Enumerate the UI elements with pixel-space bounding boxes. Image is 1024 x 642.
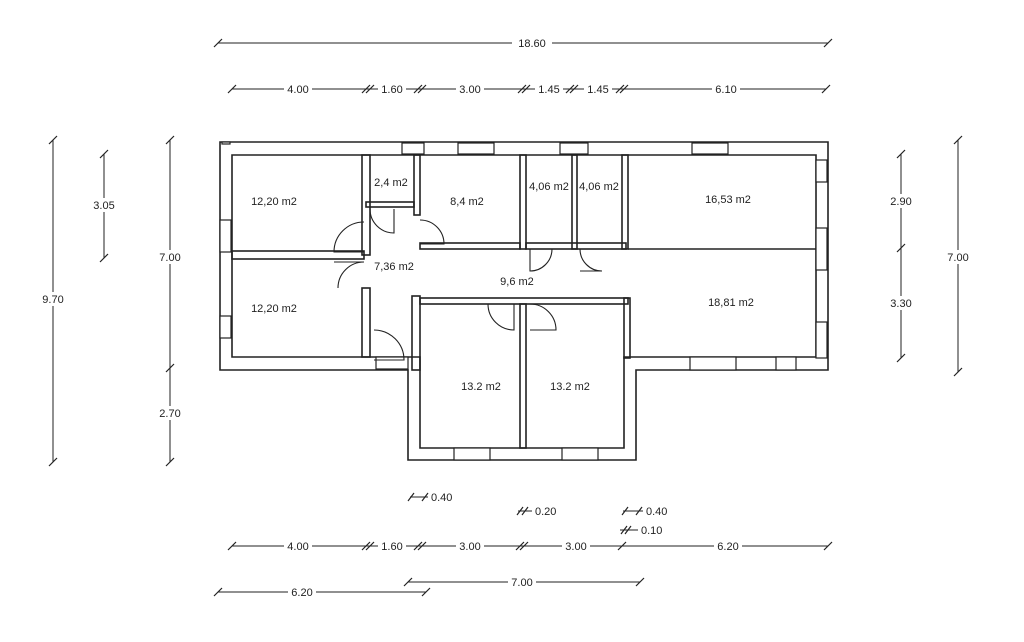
door-storage-1 <box>529 248 553 272</box>
dim-left-mid: 7.00 <box>159 252 180 264</box>
room-area-bathroom: 8,4 m2 <box>450 196 484 208</box>
wall-wc-bottom <box>365 201 415 208</box>
door-storage-2 <box>579 248 603 272</box>
wall-hall-right <box>413 154 421 216</box>
window-kitchen-side <box>815 159 828 183</box>
window-south-2 <box>561 447 599 461</box>
walls <box>219 141 829 461</box>
dim-top-segments: 4.00 1.60 3.00 1.45 1.45 6.10 <box>227 82 831 96</box>
inner-wall-outline <box>231 154 817 449</box>
dim-bottom-seg-3: 3.00 <box>459 541 480 553</box>
dim-top-seg-6: 6.10 <box>715 84 736 96</box>
wall-living-left <box>623 297 631 359</box>
outer-wall <box>219 141 829 461</box>
door-wc <box>369 208 395 234</box>
window-south-1 <box>453 447 491 461</box>
dim-bottom-left: 6.20 <box>213 585 431 599</box>
dim-bottom-seg-1: 4.00 <box>287 541 308 553</box>
dim-right-upper: 2.90 <box>890 196 911 208</box>
dim-wall-1: 0.40 <box>431 492 452 504</box>
wall-hall-right-lower <box>411 295 421 371</box>
dim-left-upper: 3.05 <box>93 200 114 212</box>
dim-bottom-middle-label: 7.00 <box>511 577 532 589</box>
window-living-side-2 <box>815 321 828 359</box>
door-hall <box>373 329 405 361</box>
dim-bottom-seg-5: 6.20 <box>717 541 738 553</box>
dim-top-seg-3: 3.00 <box>459 84 480 96</box>
window-hall <box>375 356 409 370</box>
dim-bottom-seg-4: 3.00 <box>565 541 586 553</box>
dim-left-total: 9.70 <box>42 294 63 306</box>
dim-top-seg-1: 4.00 <box>287 84 308 96</box>
window-wc <box>401 142 425 155</box>
dim-top-total: 18.60 <box>213 36 833 50</box>
window-bedroom-2 <box>219 315 232 339</box>
room-area-storage-1: 4,06 m2 <box>529 181 569 193</box>
dim-wall-3: 0.40 <box>646 506 667 518</box>
room-area-wc: 2,4 m2 <box>374 177 408 189</box>
room-area-south-1: 13.2 m2 <box>461 381 501 393</box>
wall-left-lower <box>361 287 371 358</box>
door-bath <box>419 219 445 245</box>
dim-right: 2.90 3.30 7.00 <box>887 135 972 377</box>
dim-bottom-seg-2: 1.60 <box>381 541 402 553</box>
room-area-corridor: 9,6 m2 <box>500 276 534 288</box>
door-bedroom-2 <box>337 261 365 289</box>
dim-right-lower: 3.30 <box>890 298 911 310</box>
wall-bath-right <box>519 154 527 250</box>
wall-storage-mid <box>571 154 578 250</box>
room-area-hall: 7,36 m2 <box>374 261 414 273</box>
room-labels: 12,20 m2 12,20 m2 2,4 m2 7,36 m2 8,4 m2 … <box>251 177 754 393</box>
dim-top-seg-5: 1.45 <box>587 84 608 96</box>
window-storage <box>559 142 589 155</box>
room-area-south-2: 13.2 m2 <box>550 381 590 393</box>
dim-left: 9.70 3.05 7.00 2.70 <box>40 135 184 467</box>
room-area-bedroom-top-left: 12,20 m2 <box>251 196 297 208</box>
window-living-front-2 <box>775 356 797 371</box>
windows <box>219 141 828 461</box>
room-area-kitchen: 16,53 m2 <box>705 194 751 206</box>
wall-south-divider <box>519 303 527 449</box>
wall-storage-bottom <box>525 242 627 250</box>
dim-right-total: 7.00 <box>947 252 968 264</box>
dim-top-seg-2: 1.60 <box>381 84 402 96</box>
window-living-side <box>815 227 828 271</box>
wall-south-top <box>419 297 629 305</box>
wall-left-upper <box>361 154 371 256</box>
window-kitchen <box>691 142 729 155</box>
window-bath <box>457 142 495 155</box>
dim-bottom-left-label: 6.20 <box>291 587 312 599</box>
door-south-2 <box>529 303 557 331</box>
door-bedroom-1 <box>333 221 365 253</box>
room-area-living: 18,81 m2 <box>708 297 754 309</box>
room-area-bedroom-bottom-left: 12,20 m2 <box>251 303 297 315</box>
dim-wall-4: 0.10 <box>641 525 662 537</box>
door-south-1 <box>487 303 515 331</box>
dim-bottom-segments: 4.00 1.60 3.00 3.00 6.20 <box>227 539 833 553</box>
room-area-storage-2: 4,06 m2 <box>579 181 619 193</box>
dim-wall-thickness: 0.40 0.20 0.40 0.10 <box>407 492 667 537</box>
dim-bottom-middle: 7.00 <box>403 575 645 589</box>
dim-left-low: 2.70 <box>159 408 180 420</box>
dim-top-total-label: 18.60 <box>518 38 546 50</box>
window-living-front <box>689 356 737 371</box>
dim-wall-2: 0.20 <box>535 506 556 518</box>
window-bedroom-1 <box>219 219 232 253</box>
doors <box>333 208 603 361</box>
dim-top-seg-4: 1.45 <box>538 84 559 96</box>
wall-storage-right <box>621 154 629 250</box>
